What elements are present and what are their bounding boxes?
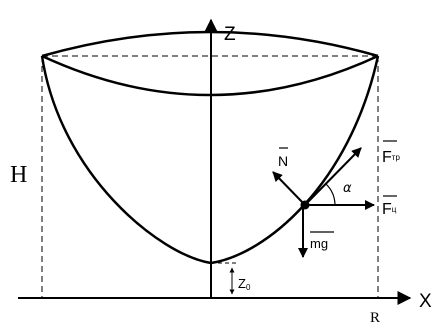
angle-label: α (343, 181, 352, 196)
z-axis-label: Z (224, 24, 236, 45)
paraboloid-profile (40, 55, 380, 265)
normal-force-arrow (272, 171, 306, 206)
normal-force-label: N (278, 153, 288, 169)
centrifugal-force-label: Fц (382, 201, 397, 218)
rim-top-arc (41, 30, 379, 58)
radius-label: R (370, 310, 380, 326)
gravity-label: mg (310, 236, 328, 251)
x-axis-label: X (419, 291, 432, 312)
rim-bottom-arc (41, 54, 379, 97)
z0-label: Z0 (238, 276, 251, 292)
height-label: H (10, 162, 27, 188)
friction-force-label: Fтр (382, 149, 400, 166)
angle-arc (325, 183, 336, 206)
friction-force-arrow (304, 147, 362, 206)
